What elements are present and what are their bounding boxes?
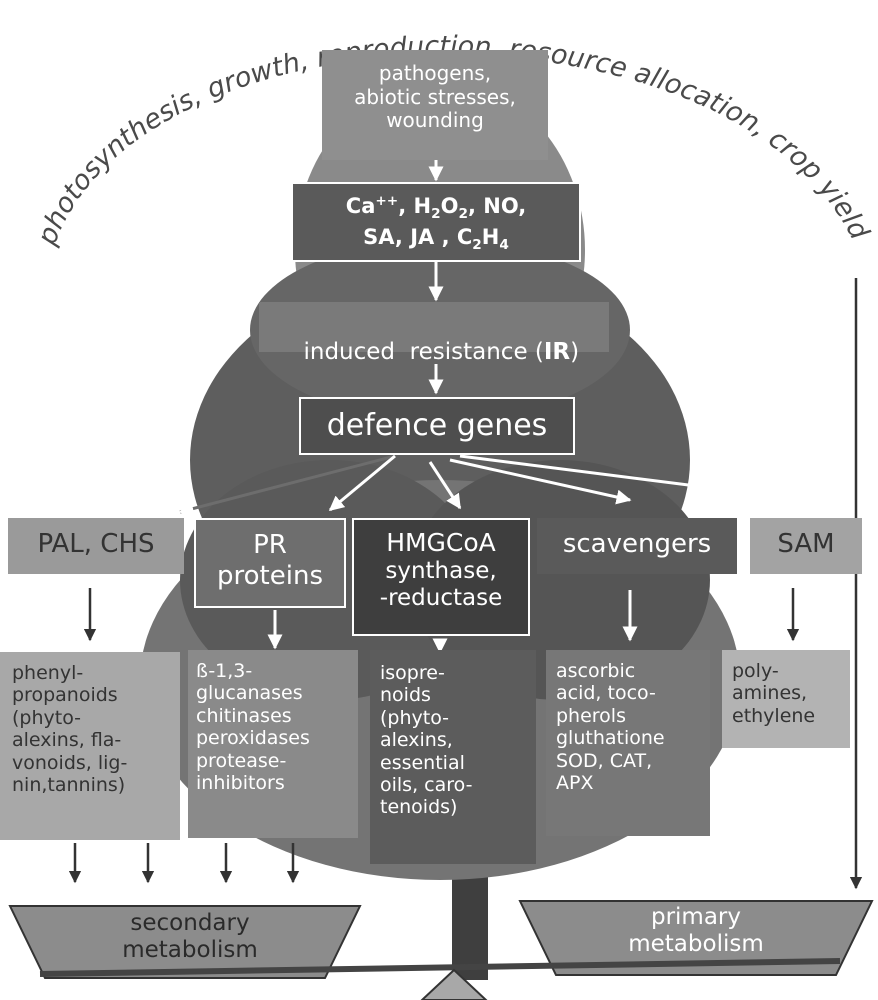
pr-proteins-box: PR proteins xyxy=(194,518,346,608)
isoprenoids-box: isopre- noids (phyto- alexins, essential… xyxy=(370,650,536,864)
signals-box: Ca++, H2O2, NO, SA, JA , C2H4 xyxy=(291,182,581,262)
defence-genes-box: defence genes xyxy=(299,397,575,455)
primary-metabolism-label: primary metabolism xyxy=(628,904,764,958)
sam-box: SAM xyxy=(750,518,862,574)
hmgcoa-box: HMGCoA synthase, -reductase xyxy=(352,518,530,636)
glucanases-box: ß-1,3- glucanases chitinases peroxidases… xyxy=(188,650,358,838)
pal-chs-box: PAL, CHS xyxy=(8,518,184,574)
phenylpropanoids-box: phenyl- propanoids (phyto- alexins, fla-… xyxy=(0,652,180,840)
induced-resistance-box: induced resistance (IR) xyxy=(259,302,609,365)
stimulus-line: pathogens, xyxy=(378,61,492,85)
stimulus-box: pathogens, abiotic stresses, wounding xyxy=(322,50,548,160)
polyamines-box: poly- amines, ethylene xyxy=(722,650,850,748)
dark-arrows xyxy=(68,588,800,884)
flow-arrows xyxy=(178,156,730,654)
stimulus-line: wounding xyxy=(386,108,484,133)
balance-scale xyxy=(8,900,874,1000)
stimulus-line: abiotic stresses, xyxy=(354,84,516,109)
signals-line-1: Ca++, H2O2, NO, xyxy=(345,193,527,223)
ascorbic-box: ascorbic acid, toco- pherols gluthatione… xyxy=(546,650,710,836)
signals-line-2: SA, JA , C2H4 xyxy=(363,224,509,253)
scavengers-box: scavengers xyxy=(537,518,737,574)
secondary-metabolism-label: secondary metabolism xyxy=(122,910,258,964)
